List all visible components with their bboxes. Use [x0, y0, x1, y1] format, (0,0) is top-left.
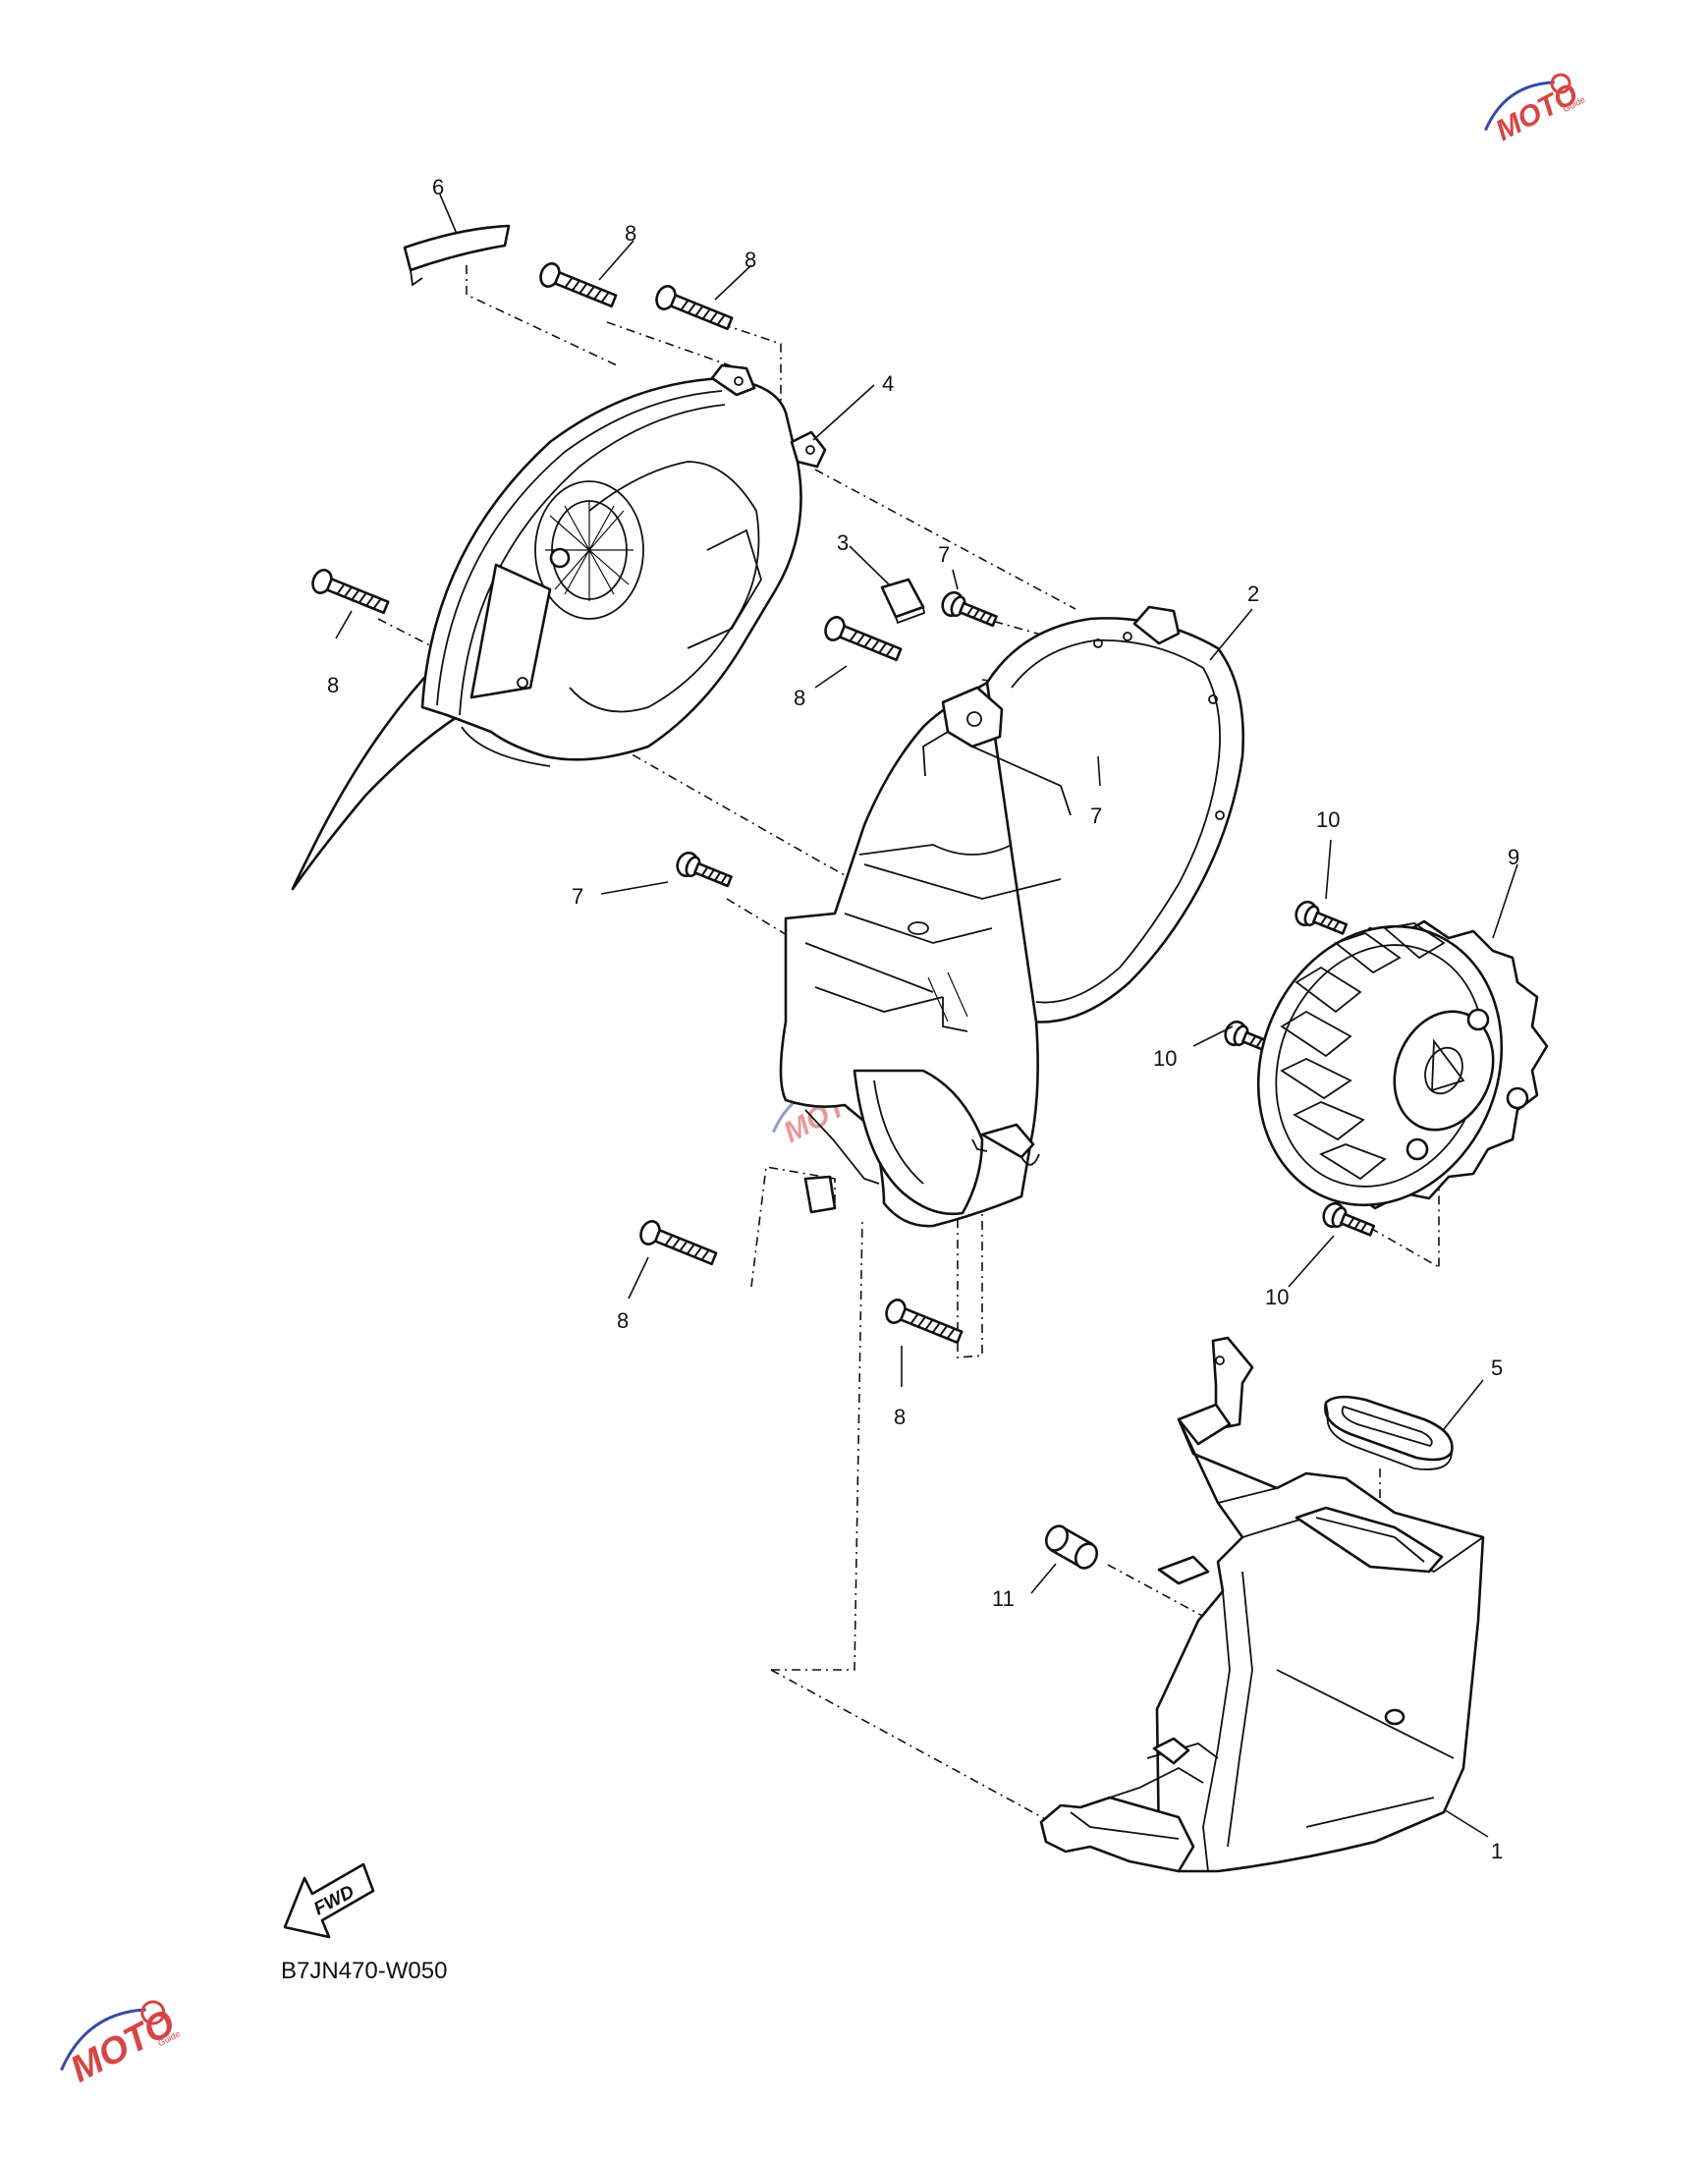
callout-5: 5: [1491, 1356, 1503, 1380]
callout-9: 9: [1508, 845, 1519, 869]
bolt-8-lower-a: [639, 1220, 718, 1266]
watermark-bottom-left: MOTO Guide: [60, 2000, 182, 2091]
svg-text:MOTO: MOTO: [1490, 78, 1582, 147]
callout-labels: 6 8 8 4 8 3 7 8 2 7 7 10 9 10 10 8 8 5 1…: [327, 175, 1519, 1863]
callout-10: 10: [1265, 1285, 1289, 1309]
part-1-air-duct: [1039, 1336, 1485, 1873]
screw-7-left: [676, 851, 733, 888]
bolt-8-lower-b: [885, 1299, 964, 1345]
screw-10-bottom: [1322, 1201, 1376, 1237]
callout-3: 3: [837, 530, 849, 555]
callout-6: 6: [432, 175, 444, 199]
bolt-8-top-a: [539, 262, 618, 308]
callout-8: 8: [794, 686, 805, 710]
diagram-code: B7JN470-W050: [281, 1958, 447, 1984]
screw-7-top: [941, 590, 998, 628]
callout-8: 8: [894, 1405, 906, 1429]
callout-11: 11: [992, 1586, 1015, 1611]
callout-8: 8: [625, 221, 636, 246]
callout-7: 7: [572, 884, 583, 909]
callout-10: 10: [1153, 1046, 1177, 1071]
fwd-arrow-icon: FWD: [283, 1862, 375, 1939]
watermark-top-right: MOTO Guide: [1484, 73, 1587, 147]
bolt-8-top-b: [655, 285, 734, 331]
part-3-clip: [880, 578, 926, 625]
callout-7: 7: [938, 542, 950, 567]
bolt-8-mid: [824, 616, 903, 662]
callout-1: 1: [1491, 1839, 1503, 1863]
callout-8: 8: [617, 1308, 629, 1333]
callout-2: 2: [1247, 582, 1259, 606]
callout-4: 4: [882, 371, 894, 396]
part-5-gasket: [1324, 1395, 1454, 1470]
part-4-fan-cover: [291, 363, 827, 891]
leader-lines: [335, 194, 1518, 1838]
callout-8: 8: [327, 673, 339, 697]
part-6-strip: [403, 224, 511, 287]
part-11-collar: [1044, 1524, 1099, 1570]
callout-8: 8: [744, 248, 756, 272]
part-9-cooling-fan: [1256, 919, 1549, 1210]
callout-7: 7: [1090, 803, 1102, 828]
screw-10-top: [1295, 900, 1349, 935]
callout-10: 10: [1316, 807, 1340, 832]
bolt-8-left: [311, 569, 390, 615]
part-2-shroud: [779, 605, 1244, 1228]
